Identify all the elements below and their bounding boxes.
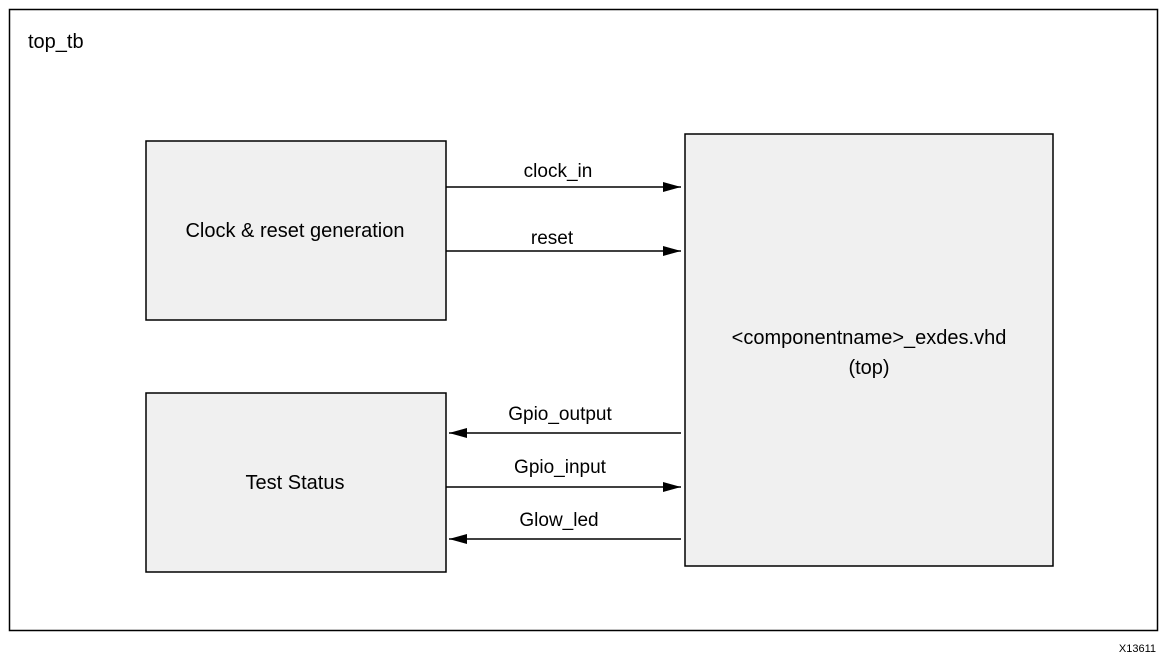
clock-reset-block: [145, 140, 447, 321]
exdes-top-block-label-line2: (top): [848, 357, 889, 379]
exdes-top-block-label-line1: <componentname>_exdes.vhd: [732, 327, 1007, 349]
figure-id: X13611: [1119, 643, 1156, 655]
gpio-output-label: Gpio_output: [508, 404, 612, 425]
exdes-top-block: [684, 133, 1054, 567]
test-status-block-label: Test Status: [246, 472, 345, 494]
gpio-input-label: Gpio_input: [514, 457, 607, 478]
reset-label: reset: [531, 228, 574, 249]
clock-reset-block-label: Clock & reset generation: [185, 220, 404, 242]
glow-led-label: Glow_led: [519, 510, 598, 531]
clock-in-label: clock_in: [524, 161, 593, 182]
top-tb-label: top_tb: [28, 31, 84, 53]
test-status-block: [145, 392, 447, 573]
